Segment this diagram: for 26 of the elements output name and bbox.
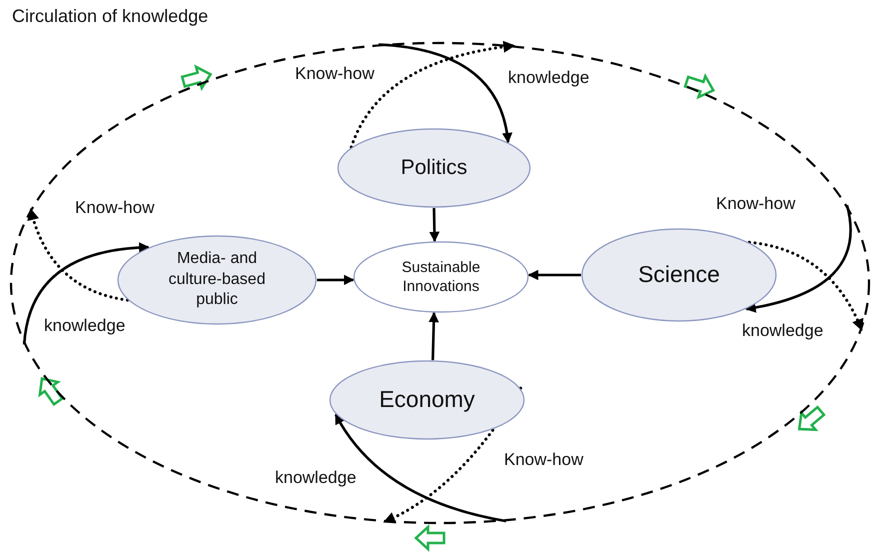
ellipse-node	[337, 128, 531, 208]
node-label: Sustainable Innovations	[400, 258, 482, 296]
diagram-title: Circulation of knowledge	[12, 6, 208, 27]
ellipse-node	[353, 241, 529, 313]
node-label: Media- and culture-based public	[168, 248, 266, 310]
dotted-arrow	[28, 208, 129, 302]
arrow	[317, 274, 354, 286]
dotted-arrow	[748, 240, 864, 332]
arrow	[334, 414, 506, 522]
edge-label: knowledge	[506, 68, 592, 88]
edge-label: knowledge	[273, 468, 358, 488]
ellipse-node	[329, 360, 525, 440]
dotted-arrow	[350, 41, 516, 149]
arrow	[22, 242, 150, 345]
arrow	[378, 43, 512, 144]
node-label: Economy	[379, 385, 475, 414]
edge-label: knowledge	[42, 316, 128, 336]
arrow	[429, 208, 440, 242]
node-label: Science	[638, 260, 720, 290]
arrow	[428, 312, 439, 360]
ellipse-node	[581, 228, 777, 322]
node-label: Politics	[400, 155, 468, 182]
arrow	[528, 270, 581, 280]
dashed-ellipse	[10, 42, 870, 524]
arrow	[745, 204, 852, 312]
edge-label: knowledge	[740, 321, 826, 341]
